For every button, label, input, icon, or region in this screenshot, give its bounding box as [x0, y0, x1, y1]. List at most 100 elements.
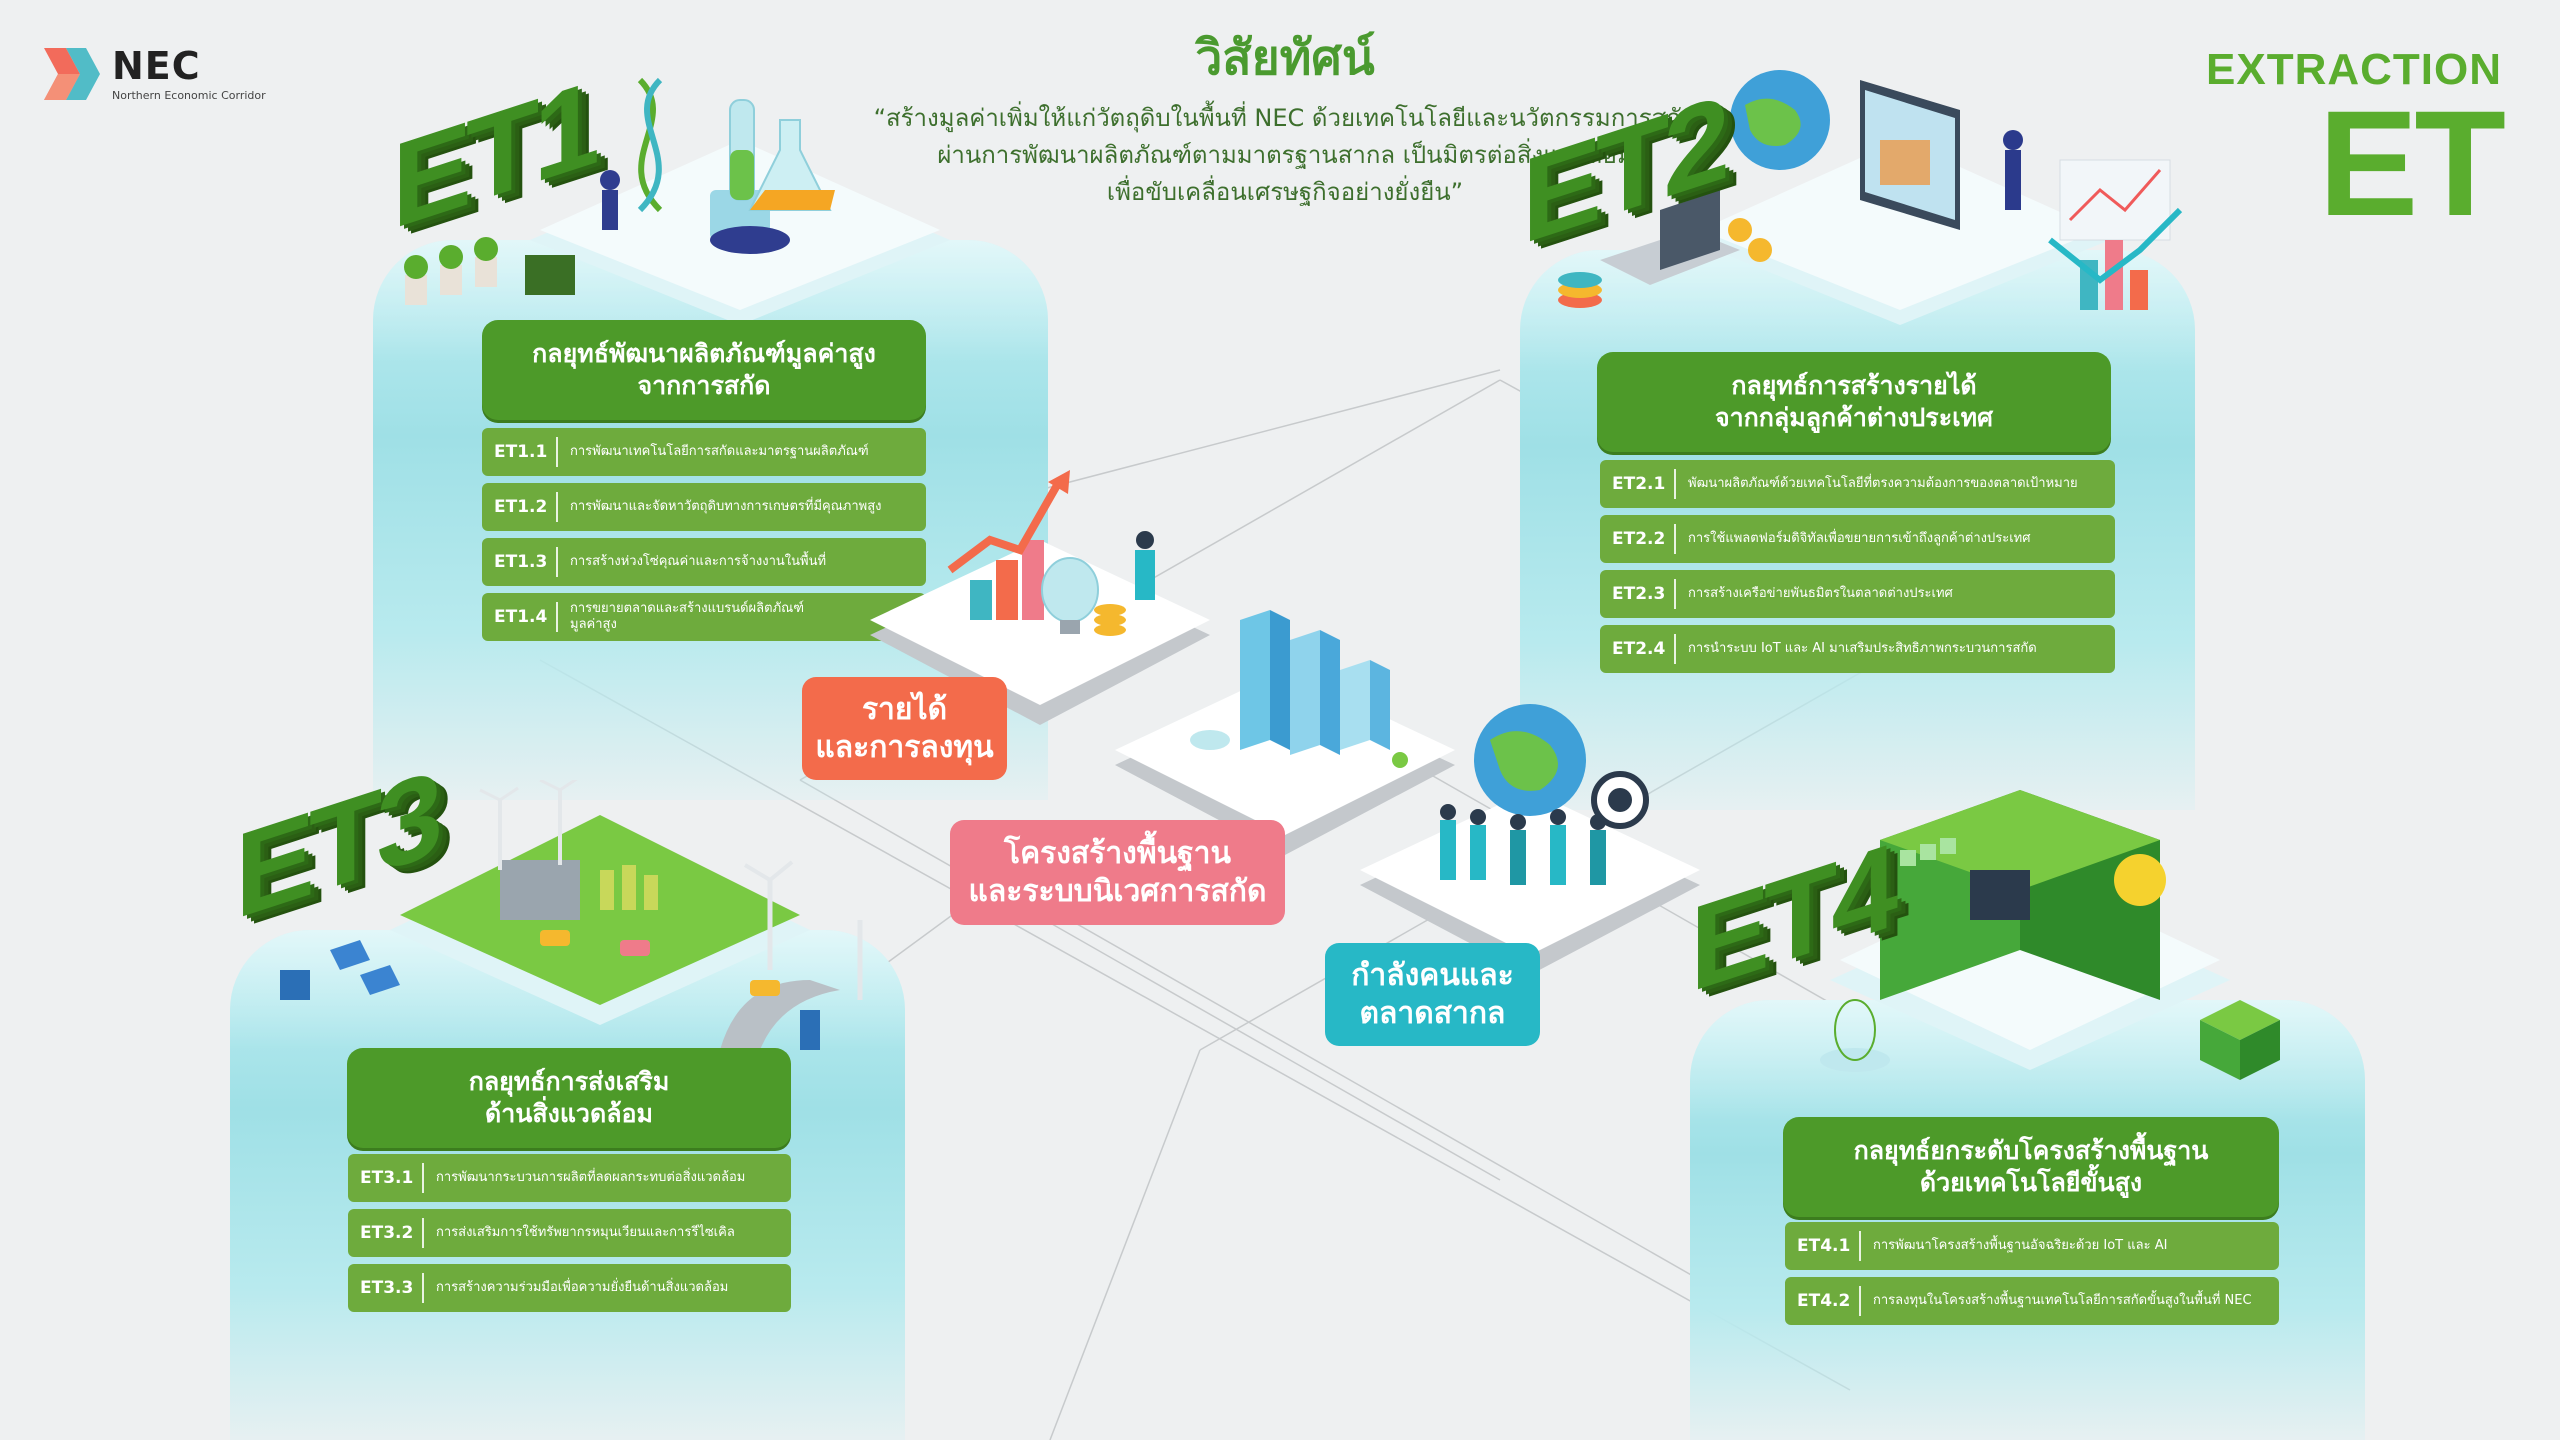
income-line-1: รายได้ — [861, 692, 948, 727]
wind-turbine-icon — [479, 780, 863, 1050]
et1-item-list: ET1.1 การพัฒนาเทคโนโลยีการสกัดและมาตรฐาน… — [482, 428, 926, 641]
hologram-icon — [1820, 999, 1890, 1072]
item-code: ET2.3 — [1612, 584, 1666, 604]
et2-item-1[interactable]: ET2.1 พัฒนาผลิตภัณฑ์ด้วยเทคโนโลยีที่ตรงค… — [1600, 460, 2115, 508]
et4-strategy-title: กลยุทธ์ยกระดับโครงสร้างพื้นฐาน ด้วยเทคโน… — [1783, 1117, 2279, 1217]
et2-title-line-2: จากกลุ่มลูกค้าต่างประเทศ — [1714, 403, 1994, 432]
vision-line-1: “สร้างมูลค่าเพิ่มให้แก่วัตถุดิบในพื้นที่… — [873, 104, 1697, 132]
city-buildings-icon — [1190, 610, 1408, 768]
et3-title-line-2: ด้านสิ่งแวดล้อม — [484, 1099, 654, 1128]
et1-platform-icon — [530, 140, 950, 325]
item-separator — [556, 492, 558, 522]
item-code: ET1.2 — [494, 497, 548, 517]
item-text: การใช้แพลตฟอร์มดิจิทัลเพื่อขยายการเข้าถึ… — [1688, 530, 2031, 546]
item-separator — [1859, 1286, 1861, 1316]
coin-stack-icon — [1558, 272, 1602, 308]
et3-strategy-title: กลยุทธ์การส่งเสริม ด้านสิ่งแวดล้อม — [347, 1048, 791, 1148]
et4-item-1[interactable]: ET4.1 การพัฒนาโครงสร้างพื้นฐานอัจฉริยะด้… — [1785, 1222, 2279, 1270]
item-text: การสร้างความร่วมมือเพื่อความยั่งยืนด้านส… — [436, 1279, 729, 1295]
et1-item-3[interactable]: ET1.3 การสร้างห่วงโซ่คุณค่าและการจ้างงาน… — [482, 538, 926, 586]
et3-item-1[interactable]: ET3.1 การพัฒนากระบวนการผลิตที่ลดผลกระทบต… — [348, 1154, 791, 1202]
et3-item-list: ET3.1 การพัฒนากระบวนการผลิตที่ลดผลกระทบต… — [348, 1154, 791, 1312]
item-separator — [556, 547, 558, 577]
item-text: พัฒนาผลิตภัณฑ์ด้วยเทคโนโลยีที่ตรงความต้อ… — [1688, 475, 2078, 491]
item-text: การพัฒนาโครงสร้างพื้นฐานอัจฉริยะด้วย IoT… — [1873, 1237, 2168, 1253]
item-code: ET1.1 — [494, 442, 548, 462]
vision-title: วิสัยทัศน์ — [1195, 30, 1375, 86]
item-code: ET4.1 — [1797, 1236, 1851, 1256]
item-text: การส่งเสริมการใช้ทรัพยากรหมุนเวียนและการ… — [436, 1224, 735, 1240]
extraction-heading: EXTRACTION ET — [2206, 45, 2506, 247]
et2-platform-icon — [1690, 140, 2110, 325]
et2-item-2[interactable]: ET2.2 การใช้แพลตฟอร์มดิจิทัลเพื่อขยายการ… — [1600, 515, 2115, 563]
et4-item-list: ET4.1 การพัฒนาโครงสร้างพื้นฐานอัจฉริยะด้… — [1785, 1222, 2279, 1325]
item-code: ET1.4 — [494, 607, 548, 627]
item-separator — [556, 602, 558, 632]
solar-panels-icon — [280, 940, 400, 1000]
item-separator — [1674, 524, 1676, 554]
nec-logo-mark-icon — [44, 48, 100, 100]
item-code: ET2.1 — [1612, 474, 1666, 494]
et1-title-line-2: จากการสกัด — [637, 371, 771, 400]
item-text: การพัฒนากระบวนการผลิตที่ลดผลกระทบต่อสิ่ง… — [436, 1169, 746, 1185]
workforce-line-2: ตลาดสากล — [1359, 995, 1506, 1031]
et3-title-line-1: กลยุทธ์การส่งเสริม — [468, 1066, 670, 1096]
workforce-line-1: กำลังคนและ — [1351, 958, 1514, 993]
et3-item-2[interactable]: ET3.2 การส่งเสริมการใช้ทรัพยากรหมุนเวียน… — [348, 1209, 791, 1257]
item-text: การสร้างห่วงโซ่คุณค่าและการจ้างงานในพื้น… — [570, 553, 827, 569]
et2-item-list: ET2.1 พัฒนาผลิตภัณฑ์ด้วยเทคโนโลยีที่ตรงค… — [1600, 460, 2115, 673]
workforce-market-label[interactable]: กำลังคนและ ตลาดสากล — [1325, 943, 1540, 1046]
item-separator — [556, 437, 558, 467]
item-code: ET2.2 — [1612, 529, 1666, 549]
item-code: ET2.4 — [1612, 639, 1666, 659]
item-code: ET3.3 — [360, 1278, 414, 1298]
item-code: ET3.1 — [360, 1168, 414, 1188]
item-separator — [1859, 1231, 1861, 1261]
et1-item-1[interactable]: ET1.1 การพัฒนาเทคโนโลยีการสกัดและมาตรฐาน… — [482, 428, 926, 476]
infrastructure-line-1: โครงสร้างพื้นฐาน — [1003, 836, 1232, 871]
item-text: การสร้างเครือข่ายพันธมิตรในตลาดต่างประเท… — [1688, 585, 1953, 601]
item-code: ET4.2 — [1797, 1291, 1851, 1311]
vision-line-2: ผ่านการพัฒนาผลิตภัณฑ์ตามมาตรฐานสากล เป็น… — [937, 141, 1633, 170]
extraction-word: EXTRACTION — [2206, 45, 2502, 94]
et1-item-2[interactable]: ET1.2 การพัฒนาและจัดหาวัตถุดิบทางการเกษต… — [482, 483, 926, 531]
globe-team-icon — [1440, 704, 1649, 885]
logo-subtitle: Northern Economic Corridor — [112, 88, 266, 102]
infrastructure-line-2: และระบบนิเวศการสกัด — [968, 873, 1267, 909]
et2-title-line-1: กลยุทธ์การสร้างรายได้ — [1731, 370, 1977, 400]
extraction-code: ET — [2318, 79, 2506, 247]
item-separator — [422, 1273, 424, 1303]
item-text: การขยายตลาดและสร้างแบรนด์ผลิตภัณฑ์มูลค่า… — [570, 600, 805, 632]
item-separator — [422, 1163, 424, 1193]
et1-item-4[interactable]: ET1.4 การขยายตลาดและสร้างแบรนด์ผลิตภัณฑ์… — [482, 593, 926, 641]
et3-platform-icon — [390, 815, 810, 1025]
vision-block: วิสัยทัศน์ “สร้างมูลค่าเพิ่มให้แก่วัตถุด… — [760, 28, 1810, 212]
laptop-commerce-icon — [1600, 70, 2023, 285]
et2-strategy-title: กลยุทธ์การสร้างรายได้ จากกลุ่มลูกค้าต่าง… — [1597, 352, 2111, 452]
item-text: การลงทุนในโครงสร้างพื้นฐานเทคโนโลยีการสก… — [1873, 1292, 2252, 1308]
server-datacenter-icon — [1830, 790, 2230, 1070]
item-text: การนำระบบ IoT และ AI มาเสริมประสิทธิภาพก… — [1688, 640, 2037, 656]
et1-strategy-title: กลยุทธ์พัฒนาผลิตภัณฑ์มูลค่าสูง จากการสกั… — [482, 320, 926, 420]
item-text: การพัฒนาเทคโนโลยีการสกัดและมาตรฐานผลิตภั… — [570, 443, 869, 459]
et3-item-3[interactable]: ET3.3 การสร้างความร่วมมือเพื่อความยั่งยื… — [348, 1264, 791, 1312]
plant-pots-icon — [404, 237, 575, 305]
item-code: ET3.2 — [360, 1223, 414, 1243]
income-investment-label[interactable]: รายได้ และการลงทุน — [802, 677, 1007, 780]
item-text: การพัฒนาและจัดหาวัตถุดิบทางการเกษตรที่มี… — [570, 498, 882, 514]
income-line-2: และการลงทุน — [815, 729, 994, 765]
nec-logo[interactable]: NEC Northern Economic Corridor — [40, 34, 300, 114]
growth-chart-icon — [947, 470, 1155, 636]
et1-title-line-1: กลยุทธ์พัฒนาผลิตภัณฑ์มูลค่าสูง — [532, 338, 876, 368]
income-platform — [870, 540, 1210, 725]
growth-chart-icon — [2048, 159, 2183, 310]
et4-item-2[interactable]: ET4.2 การลงทุนในโครงสร้างพื้นฐานเทคโนโลย… — [1785, 1277, 2279, 1325]
item-separator — [1674, 469, 1676, 499]
et4-title-line-2: ด้วยเทคโนโลยีขั้นสูง — [1919, 1168, 2143, 1197]
lab-flask-icon — [600, 77, 835, 230]
et2-item-3[interactable]: ET2.3 การสร้างเครือข่ายพันธมิตรในตลาดต่า… — [1600, 570, 2115, 618]
server-rack-icon — [2200, 1000, 2280, 1080]
item-separator — [422, 1218, 424, 1248]
infrastructure-ecosystem-label[interactable]: โครงสร้างพื้นฐาน และระบบนิเวศการสกัด — [950, 820, 1285, 925]
et2-item-4[interactable]: ET2.4 การนำระบบ IoT และ AI มาเสริมประสิท… — [1600, 625, 2115, 673]
